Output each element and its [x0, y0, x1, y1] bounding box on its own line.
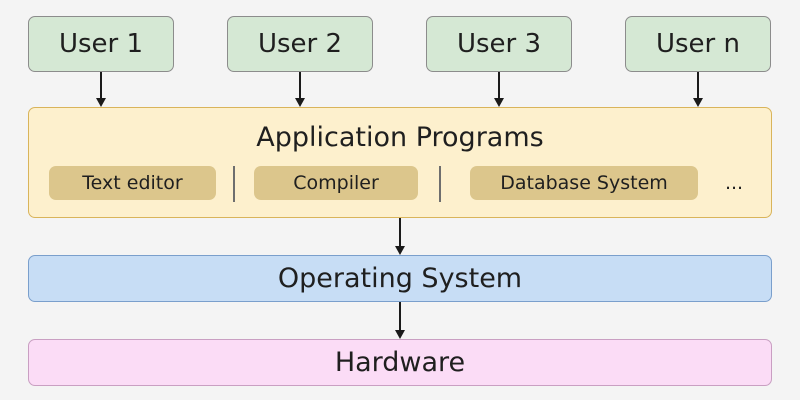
hardware-label: Hardware: [334, 347, 466, 378]
arrow-os-to-hardware: [394, 302, 406, 339]
hardware-box: Hardware: [28, 339, 772, 386]
database-system-label: Database System: [500, 172, 668, 194]
arrow-applications-to-os: [394, 218, 406, 255]
arrow-user-1-to-applications: [95, 72, 107, 107]
user-3-label: User 3: [456, 29, 542, 59]
text-editor-label: Text editor: [82, 172, 183, 194]
arrow-user-2-to-applications: [294, 72, 306, 107]
compiler-item: Compiler: [254, 166, 418, 200]
user-2-label: User 2: [257, 29, 343, 59]
arrow-user-3-to-applications: [493, 72, 505, 107]
user-1-label: User 1: [58, 29, 144, 59]
user-n-box: User n: [625, 16, 771, 72]
text-editor-item: Text editor: [49, 166, 216, 200]
user-2-box: User 2: [227, 16, 373, 72]
application-programs-title: Application Programs: [256, 122, 544, 153]
user-n-label: User n: [655, 29, 740, 59]
operating-system-label: Operating System: [277, 263, 523, 294]
operating-system-box: Operating System: [28, 255, 772, 302]
compiler-label: Compiler: [293, 172, 379, 194]
database-system-item: Database System: [470, 166, 698, 200]
user-1-box: User 1: [28, 16, 174, 72]
item-divider: [439, 166, 441, 202]
user-3-box: User 3: [426, 16, 572, 72]
arrow-user-n-to-applications: [692, 72, 704, 107]
item-divider: [233, 166, 235, 202]
application-programs-box: Application Programs Text editor Compile…: [28, 107, 772, 218]
more-items-ellipsis: ...: [724, 172, 744, 194]
